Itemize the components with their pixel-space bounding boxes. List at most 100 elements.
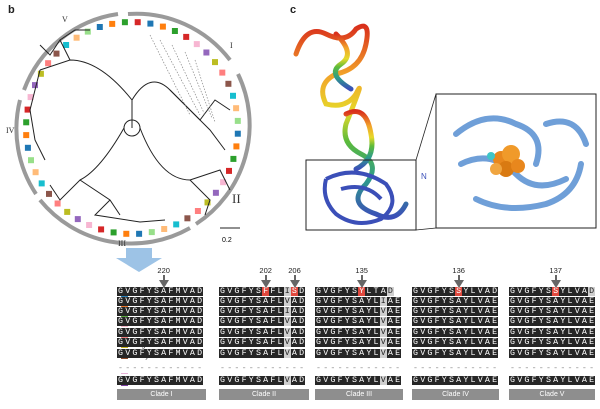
tree-swatch [233,143,240,150]
tree-swatch [171,28,178,34]
zoom-region-box [305,159,417,231]
tree-swatch [204,199,211,206]
residue-position-label: 202 [259,266,272,275]
phylogenetic-tree: 0.2 V I II III IV [6,11,252,248]
tree-swatch [54,200,61,207]
tree-swatch [234,130,241,137]
tree-swatch [96,24,103,30]
scale-bar-label: 0.2 [222,237,232,244]
tree-swatch [32,82,38,89]
clade-label-I: I [230,41,233,50]
clade-label-V: V [62,15,68,24]
residue-position-label: 206 [288,266,301,275]
clade-bar-label: Clade V [509,389,595,400]
tree-swatch [212,59,218,66]
tree-swatch [23,119,30,126]
tree-swatch [24,106,31,113]
tree-swatch [32,169,39,176]
residue-position-label: 135 [355,266,368,275]
down-arrow-icon [289,280,300,288]
tree-swatch [53,50,60,57]
tree-swatch [64,208,71,215]
position-arrow-stem [554,275,557,281]
clade-arc-I [127,11,232,62]
clade-bar-label: Clade I [117,389,206,400]
alignment-row: ------------ [509,364,596,373]
residue-position-label: 136 [452,266,465,275]
tree-swatch [194,208,201,214]
species-swatch-ring [23,19,241,237]
tree-swatch [234,117,241,124]
residue-position-label: 220 [157,266,170,275]
clade-label-II: II [232,191,241,206]
tree-swatch [86,222,93,228]
tree-swatch [74,216,81,223]
tree-swatch [23,132,30,139]
tree-swatch [230,92,236,99]
clade-arc-III [38,198,191,246]
tree-swatch [193,41,200,48]
clade-bar-label: Clade IV [412,389,499,400]
tree-swatch [123,230,130,237]
clade-bar-label: Clade II [219,389,309,400]
alignment-row: ------------ [315,364,402,373]
tree-swatch [38,180,45,187]
clade-arc-IV [14,99,38,196]
position-arrow-stem [264,275,267,281]
down-arrow-icon [116,248,162,272]
position-arrow-stem [360,275,363,281]
tree-swatch [98,226,105,233]
tree-swatch [110,229,117,236]
tree-swatch [73,34,80,41]
panel-b-label: b [8,4,15,16]
tree-swatch [233,105,240,112]
tree-swatch [212,189,219,196]
tree-swatch [109,20,116,27]
tree-swatch [27,94,34,101]
alignment-row: ------------ [412,364,499,373]
tree-swatch [184,215,191,222]
clade-label-III: III [118,239,126,248]
down-arrow-icon [550,280,561,288]
tree-swatch [225,80,232,87]
ligand-spheres [487,145,525,177]
position-arrow-stem [457,275,460,281]
down-arrow-icon [158,280,169,288]
tree-swatch [28,157,34,164]
tree-swatch [226,167,232,174]
tree-swatch [84,28,91,35]
down-arrow-icon [356,280,367,288]
tree-swatch [203,49,210,56]
alignment-row: ------------ [219,364,306,373]
